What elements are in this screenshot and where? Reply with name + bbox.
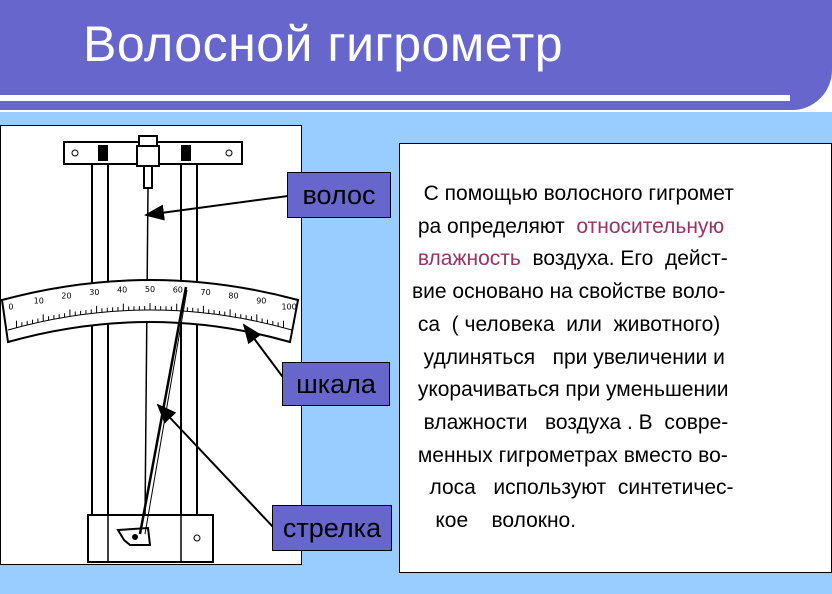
hygrometer-image-panel xyxy=(0,125,302,565)
hair-label: волос xyxy=(287,172,391,218)
description-fragment: вие основано на свойстве воло- xyxy=(412,280,726,304)
scale-label: шкала xyxy=(282,362,390,406)
description-fragment: влажности воздуха . В совре- xyxy=(412,410,729,434)
description-line: лоса используют синтетичес- xyxy=(412,472,832,505)
description-line: влажность воздуха. Его дейст- xyxy=(412,243,832,276)
description-fragment: укорачиваться при уменьшении xyxy=(412,378,729,402)
scale-number: 80 xyxy=(228,291,238,300)
screw-head xyxy=(138,135,158,147)
description-line: С помощью волосного гигромет xyxy=(412,178,832,211)
description-fragment: удлиняться при увеличении и xyxy=(412,345,725,369)
description-fragment: кое волокно. xyxy=(412,509,577,533)
description-fragment: С помощью волосного гигромет xyxy=(412,182,734,205)
description-fragment: менных гигрометрах вместо во- xyxy=(412,443,728,467)
description-line: менных гигрометрах вместо во- xyxy=(412,440,832,473)
scale-number: 60 xyxy=(173,286,183,295)
description-fragment: воздуха. Его дейст- xyxy=(520,247,728,271)
scale-number: 10 xyxy=(34,296,44,305)
pivot-pin xyxy=(132,534,138,540)
bracket-hole-right xyxy=(225,149,233,157)
description-line: удлиняться при увеличении и xyxy=(412,342,832,375)
description-line: са ( человека или животного) xyxy=(412,309,832,342)
scale-number: 0 xyxy=(8,303,13,312)
scale-number: 100 xyxy=(281,303,296,312)
description-line: кое волокно. xyxy=(412,505,832,538)
title-bar xyxy=(0,0,832,110)
pointer-label: стрелка xyxy=(272,505,392,551)
description-panel xyxy=(399,143,832,573)
description-line: укорачиваться при уменьшении xyxy=(412,374,832,407)
title-underline xyxy=(0,95,790,101)
top-bracket-right-block xyxy=(181,145,191,161)
description-line: влажности воздуха . В совре- xyxy=(412,407,832,440)
scale-number: 50 xyxy=(145,285,155,294)
bracket-hole-left xyxy=(71,149,79,157)
scale-callout-arrow xyxy=(242,323,289,385)
description-fragment: са ( человека или животного) xyxy=(412,312,721,336)
scale-band xyxy=(0,279,300,344)
description-fragment: ра определяют xyxy=(412,214,577,238)
scale-number: 90 xyxy=(256,296,266,305)
screw-stem xyxy=(143,165,153,189)
scale-ticks: 0 10 20 30 40 50 60 70 80 90 100 xyxy=(8,285,297,328)
description-fragment: лоса используют синтетичес- xyxy=(412,476,734,500)
bottom-screw xyxy=(193,534,201,542)
hair-callout-arrow xyxy=(144,195,289,221)
screw-body xyxy=(136,145,160,167)
scale-number: 70 xyxy=(201,288,211,297)
description-line: ра определяют относительную xyxy=(412,211,832,244)
scale-number: 20 xyxy=(61,291,71,300)
scale-number: 30 xyxy=(89,288,99,297)
hair-line xyxy=(144,187,149,521)
top-bracket-left-block xyxy=(98,145,108,161)
scale-number: 40 xyxy=(117,286,127,295)
pointer-callout-arrow xyxy=(156,403,275,529)
highlighted-term: влажность xyxy=(412,247,521,271)
description-text: С помощью волосного гигромет ра определя… xyxy=(412,178,832,538)
page-title: Волосной гигрометр xyxy=(83,16,564,72)
highlighted-term: относительную xyxy=(576,214,725,238)
description-line: вие основано на свойстве воло- xyxy=(412,276,832,309)
bottom-block xyxy=(87,514,214,563)
